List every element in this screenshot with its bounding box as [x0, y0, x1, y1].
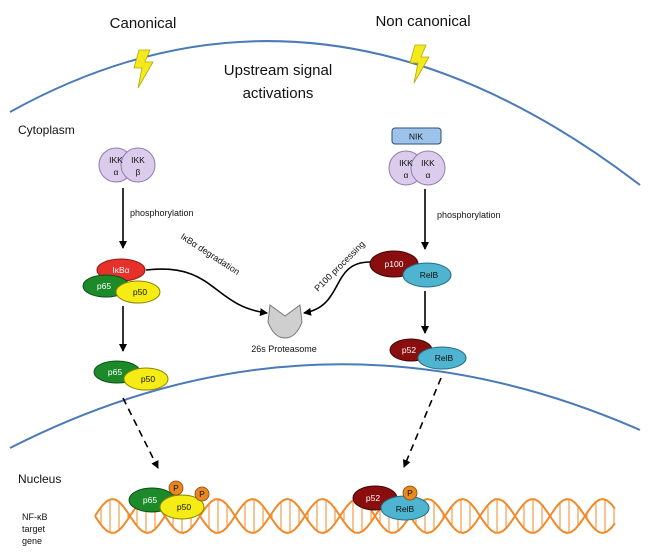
relb-label: RelB — [435, 353, 454, 363]
ikk-label: IKK — [421, 158, 435, 168]
p52-relb-dimer: p52 RelB — [389, 338, 467, 370]
relb-label: RelB — [420, 270, 439, 280]
upstream-signal-label: Upstream signal — [224, 62, 332, 79]
gene-label-line3: gene — [22, 536, 42, 546]
p52-label: p52 — [402, 345, 416, 355]
ikk-subunit-label: α — [404, 170, 409, 180]
canonical-label: Canonical — [110, 15, 177, 32]
nuclear-p65-p50-complex: p65 p50 P P — [128, 480, 210, 520]
arrow-ikba-degradation — [145, 268, 268, 317]
cytoplasm-label: Cytoplasm — [18, 123, 75, 137]
gene-label-line2: target — [22, 524, 46, 534]
p65-label: p65 — [97, 281, 111, 291]
phosphate-label: P — [173, 483, 179, 493]
relb-label: RelB — [396, 504, 415, 514]
p100-label: p100 — [385, 259, 404, 269]
p52-label: p52 — [366, 493, 380, 503]
non-canonical-label: Non canonical — [375, 13, 470, 30]
p50-label: p50 — [133, 287, 147, 297]
lightning-icon-left — [133, 49, 154, 89]
arrow-translocation-non-canonical — [402, 377, 442, 468]
ikba-degradation-label: IκBα degradation — [179, 231, 242, 277]
activations-label: activations — [243, 85, 314, 102]
ikk-subunit-label: α — [426, 170, 431, 180]
nuclear-p52-relb-complex: p52 RelB P — [352, 485, 430, 521]
ikba-p65-p50-complex: IκBα p65 p50 — [82, 258, 161, 304]
p50-label: p50 — [177, 502, 191, 512]
arrow-translocation-canonical — [122, 397, 159, 469]
nuclear-membrane — [9, 363, 641, 449]
ikk-label: IKK — [399, 158, 413, 168]
arrow-p100-processing — [303, 261, 371, 316]
ikk-subunit-label: β — [136, 167, 141, 177]
p65-p50-dimer: p65 p50 — [93, 360, 169, 391]
phosphate-label: P — [407, 488, 413, 498]
phosphate-label: P — [199, 489, 205, 499]
nik-ikk-complex: NIK IKK α IKK α — [388, 127, 446, 186]
p100-processing-label: P100 processing — [312, 239, 366, 293]
gene-label-line1: NF-κB — [22, 512, 48, 522]
nik-label: NIK — [409, 132, 424, 142]
ikba-label: IκBα — [112, 265, 129, 275]
proteasome-icon — [267, 304, 303, 339]
phosphorylation-right-label: phosphorylation — [437, 210, 501, 220]
p100-relb-complex: p100 RelB — [369, 250, 452, 288]
ikk-subunit-label: α — [114, 167, 119, 177]
ikk-label: IKK — [131, 155, 145, 165]
ikk-label: IKK — [109, 155, 123, 165]
p50-label: p50 — [141, 374, 155, 384]
proteasome-label: 26s Proteasome — [251, 344, 317, 354]
phosphorylation-left-label: phosphorylation — [130, 208, 194, 218]
nucleus-label: Nucleus — [18, 472, 61, 486]
lightning-icon-right — [409, 44, 430, 84]
p65-label: p65 — [108, 367, 122, 377]
cell-membrane — [9, 40, 641, 186]
ikk-complex-canonical: IKK α IKK β — [98, 147, 156, 183]
p65-label: p65 — [143, 495, 157, 505]
